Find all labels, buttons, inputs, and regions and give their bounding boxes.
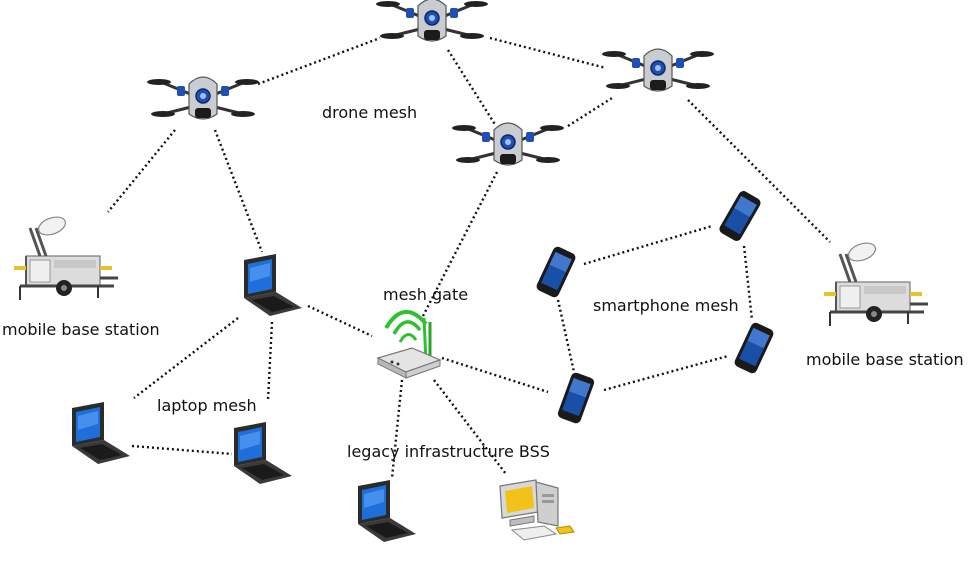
laptop-icon	[234, 422, 292, 484]
link-gate-to-laptop-bottom	[390, 379, 404, 479]
smartphone-icon	[717, 189, 763, 243]
link-drone-top-to-drone-center	[446, 49, 498, 127]
link-phone-tl-to-phone-tr	[583, 224, 713, 266]
link-drone-left-to-base-left	[107, 129, 176, 213]
drone-icon	[145, 75, 261, 121]
label-smartphone-mesh: smartphone mesh	[593, 296, 739, 315]
smartphone-icon	[732, 321, 776, 375]
laptop-icon	[72, 402, 130, 464]
label-legacy-infrastructure-bss: legacy infrastructure BSS	[347, 442, 550, 461]
link-gate-to-phone	[441, 356, 549, 394]
link-drone-right-to-base-right	[687, 99, 831, 243]
link-laptop-to-gate	[307, 304, 373, 338]
drone-icon	[374, 0, 490, 43]
link-phone-tr-to-phone-br	[742, 245, 754, 321]
link-drone-center-to-drone-right	[567, 96, 613, 128]
drone-icon	[600, 47, 716, 93]
link-drone-center-to-gate	[420, 171, 499, 319]
trailer-icon	[822, 238, 930, 328]
link-drone-left-to-drone-top	[257, 36, 381, 86]
link-laptop-left-to-laptop-right	[131, 444, 233, 456]
links	[107, 36, 831, 479]
link-phone-bl-to-phone-br	[603, 354, 729, 392]
link-drone-top-to-drone-right	[489, 36, 607, 70]
label-mobile-base-station-right: mobile base station	[806, 350, 964, 369]
drone-icon	[450, 121, 566, 167]
laptop-icon	[358, 480, 416, 542]
smartphone-icon	[534, 245, 578, 299]
link-laptop-to-laptop-left	[133, 317, 239, 399]
label-mobile-base-station-left: mobile base station	[2, 320, 160, 339]
label-drone-mesh: drone mesh	[322, 103, 417, 122]
trailer-icon	[12, 212, 120, 302]
desktop-computer-icon	[499, 479, 575, 541]
link-laptop-to-laptop-right	[266, 321, 274, 401]
router-icon	[376, 310, 442, 379]
label-mesh-gate: mesh gate	[383, 285, 468, 304]
label-laptop-mesh: laptop mesh	[157, 396, 257, 415]
link-phone-tl-to-phone-bl	[556, 299, 576, 373]
smartphone-icon	[556, 371, 596, 425]
laptop-icon	[244, 254, 302, 316]
link-drone-left-to-laptop	[213, 129, 264, 253]
